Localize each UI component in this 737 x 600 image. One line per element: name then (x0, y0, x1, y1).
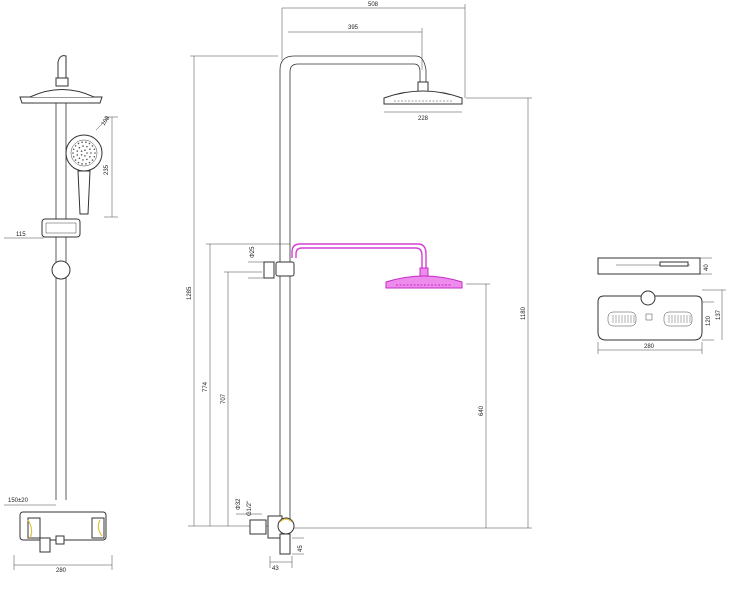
spray-hole (89, 148, 91, 151)
side-view: 235 108 115 150±20 280 (4, 55, 118, 574)
dim-mixer-width: 280 (56, 568, 67, 574)
side-head-shower (19, 55, 103, 104)
spray-hole (74, 145, 77, 147)
dim-bar-tube: Φ25 (250, 246, 256, 258)
spray-hole (82, 145, 84, 147)
spray-hole (84, 149, 86, 151)
side-hand-shower (65, 134, 103, 215)
side-mixer (19, 511, 107, 553)
dim-thread: G1/2" (247, 501, 253, 516)
spray-hole (74, 159, 77, 161)
spray-hole (88, 161, 91, 164)
spray-hole (82, 159, 84, 161)
spray-hole (84, 155, 86, 157)
front-top-head: 228 (383, 81, 463, 122)
dim-top-height: 1180 (521, 306, 527, 320)
spray-hole (86, 158, 88, 161)
spray-hole (85, 163, 87, 165)
dim-inlet-center: 150±20 (8, 498, 29, 504)
dim-shelf-depth-total: 137 (716, 309, 722, 320)
dim-holder-offset: 115 (16, 232, 26, 238)
dim-hand-diameter: 108 (101, 115, 112, 127)
spray-hole (78, 146, 81, 149)
front-slider (275, 261, 295, 277)
spray-hole (72, 148, 75, 151)
shelf-side-view: 40 (597, 257, 712, 275)
spray-hole (76, 150, 79, 152)
spray-hole (91, 145, 94, 147)
dim-overall-height: 1285 (187, 286, 193, 300)
spray-hole (76, 154, 79, 156)
spray-hole (81, 163, 83, 165)
spray-hole (81, 141, 83, 143)
front-upper-arm (279, 55, 427, 526)
spray-hole (72, 155, 75, 158)
dim-inlet: Φ32 (236, 498, 242, 510)
side-holder (41, 218, 81, 238)
dim-base-drop: 45 (298, 545, 304, 552)
spray-hole (77, 161, 80, 164)
dim-hand-length: 235 (104, 164, 110, 175)
dim-arm-reach: 395 (348, 25, 359, 31)
spray-hole (89, 155, 91, 158)
spray-hole (88, 142, 91, 145)
spray-hole (86, 145, 88, 148)
front-lower-arm-highlight (291, 243, 463, 289)
spray-hole (93, 148, 96, 151)
spray-hole (78, 157, 81, 160)
front-view: 508 395 228 Φ25 1285 (187, 2, 532, 572)
spray-hole (94, 152, 96, 154)
dim-slider-height: 707 (221, 393, 227, 404)
dim-overall-width: 508 (368, 2, 379, 8)
spray-hole (91, 159, 94, 161)
front-mixer: 43 45 (249, 515, 304, 572)
dim-shelf-depth: 120 (706, 315, 712, 326)
dim-head-diameter: 228 (418, 116, 429, 122)
spray-hole (77, 142, 80, 145)
shelf-views: 40 120 137 280 (597, 257, 726, 354)
spray-hole (93, 155, 96, 158)
dim-lower-height: 774 (203, 381, 209, 392)
spray-hole (80, 153, 83, 156)
spray-hole (80, 150, 83, 153)
spray-hole (90, 152, 92, 154)
dim-shelf-height: 40 (704, 264, 710, 271)
dim-base-offset: 43 (272, 566, 279, 572)
spray-hole (86, 152, 88, 154)
dim-head-low-height: 640 (479, 405, 485, 416)
shelf-top-view: 120 137 280 (597, 289, 726, 354)
side-knob (51, 260, 71, 280)
dim-shelf-width: 280 (644, 344, 655, 350)
spray-hole (85, 141, 87, 143)
spray-hole (72, 152, 74, 154)
